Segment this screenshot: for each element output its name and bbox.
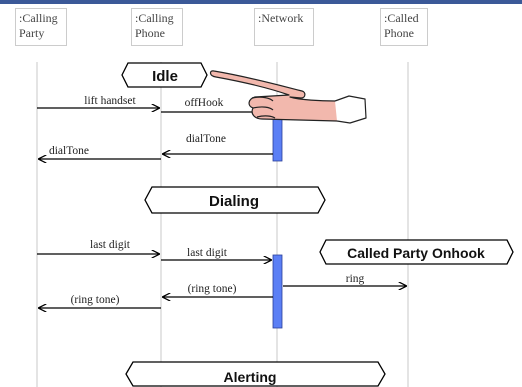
- state-label-dialing: Dialing: [209, 193, 259, 210]
- message-label-offhook: offHook: [185, 97, 224, 109]
- message-label-lift-handset: lift handset: [84, 95, 136, 107]
- lifeline-header-calling-party: :Calling Party: [15, 8, 67, 46]
- message-label-last-digit-phone: last digit: [187, 247, 228, 259]
- state-label-called-party-onhook: Called Party Onhook: [347, 245, 485, 261]
- state-box-called-party-onhook: [319, 239, 514, 265]
- message-label-ring: ring: [346, 273, 365, 285]
- lifeline-header-called-phone: :Called Phone: [380, 8, 428, 46]
- message-label-dialtone-network: dialTone: [186, 133, 226, 145]
- lifeline-header-calling-phone: :Calling Phone: [131, 8, 183, 46]
- state-box-alerting: [125, 361, 386, 387]
- message-label-ring-tone-network: (ring tone): [188, 283, 237, 295]
- lifeline-header-network: :Network: [254, 8, 314, 46]
- activation-bar-network-2: [272, 254, 283, 329]
- message-label-dialtone-party: dialTone: [49, 145, 89, 157]
- pointing-hand-icon: [209, 70, 367, 124]
- state-label-idle: Idle: [152, 68, 178, 85]
- top-accent-bar: [0, 0, 522, 4]
- message-label-ring-tone-party: (ring tone): [71, 294, 120, 306]
- state-box-idle: [121, 62, 208, 88]
- state-box-dialing: [144, 186, 326, 214]
- state-label-alerting: Alerting: [224, 369, 277, 385]
- message-label-last-digit-party: last digit: [90, 239, 131, 251]
